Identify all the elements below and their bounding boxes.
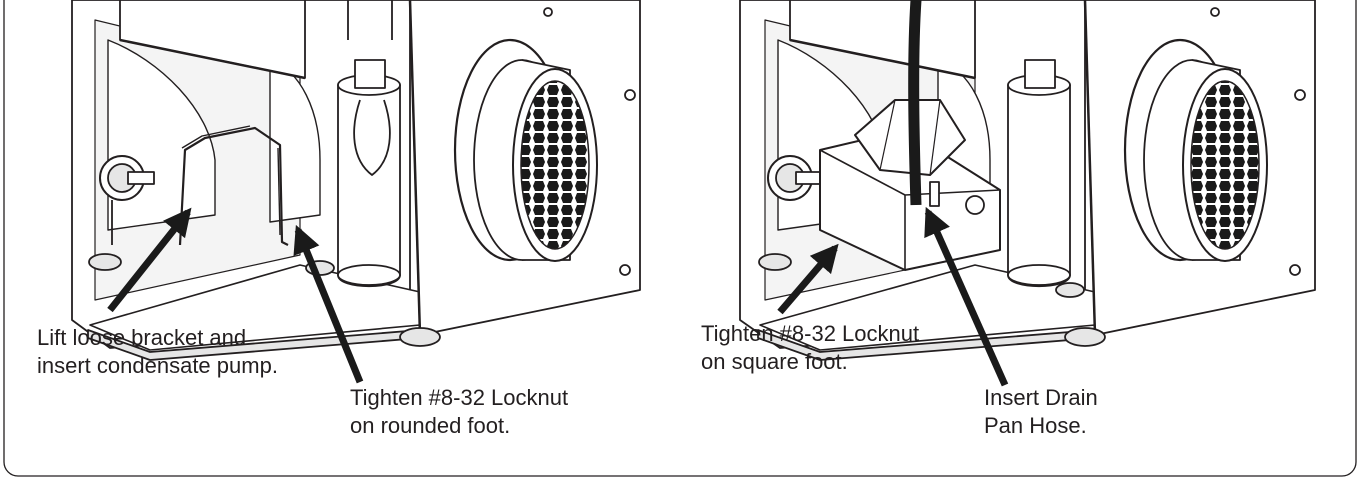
- callout-tighten-rounded-foot: Tighten #8-32 Locknut on rounded foot.: [350, 384, 568, 440]
- callout-line: on rounded foot.: [350, 413, 511, 438]
- arrow-bracket: [107, 207, 192, 313]
- callout-line: Tighten #8-32 Locknut: [701, 321, 920, 346]
- callout-tighten-square-foot: Tighten #8-32 Locknut on square foot.: [701, 320, 919, 376]
- drain-hose: [908, 0, 922, 206]
- arrow-locknut-rounded: [293, 224, 364, 384]
- callout-insert-drain-hose: Insert Drain Pan Hose.: [984, 384, 1098, 440]
- arrow-drain-hose: [924, 206, 1009, 387]
- callout-line: Tighten #8-32 Locknut: [350, 385, 569, 410]
- callout-line: Lift loose bracket and: [37, 325, 247, 350]
- figure-border: [3, 0, 1357, 477]
- callout-line: on square foot.: [701, 349, 848, 374]
- callout-line: Pan Hose.: [984, 413, 1087, 438]
- arrow-locknut-square: [777, 243, 839, 315]
- left-unit-illustration: [71, 0, 641, 361]
- callout-lift-bracket: Lift loose bracket and insert condensate…: [37, 324, 278, 380]
- callout-line: insert condensate pump.: [37, 353, 278, 378]
- right-unit-illustration: [739, 0, 1316, 361]
- callout-line: Insert Drain: [984, 385, 1098, 410]
